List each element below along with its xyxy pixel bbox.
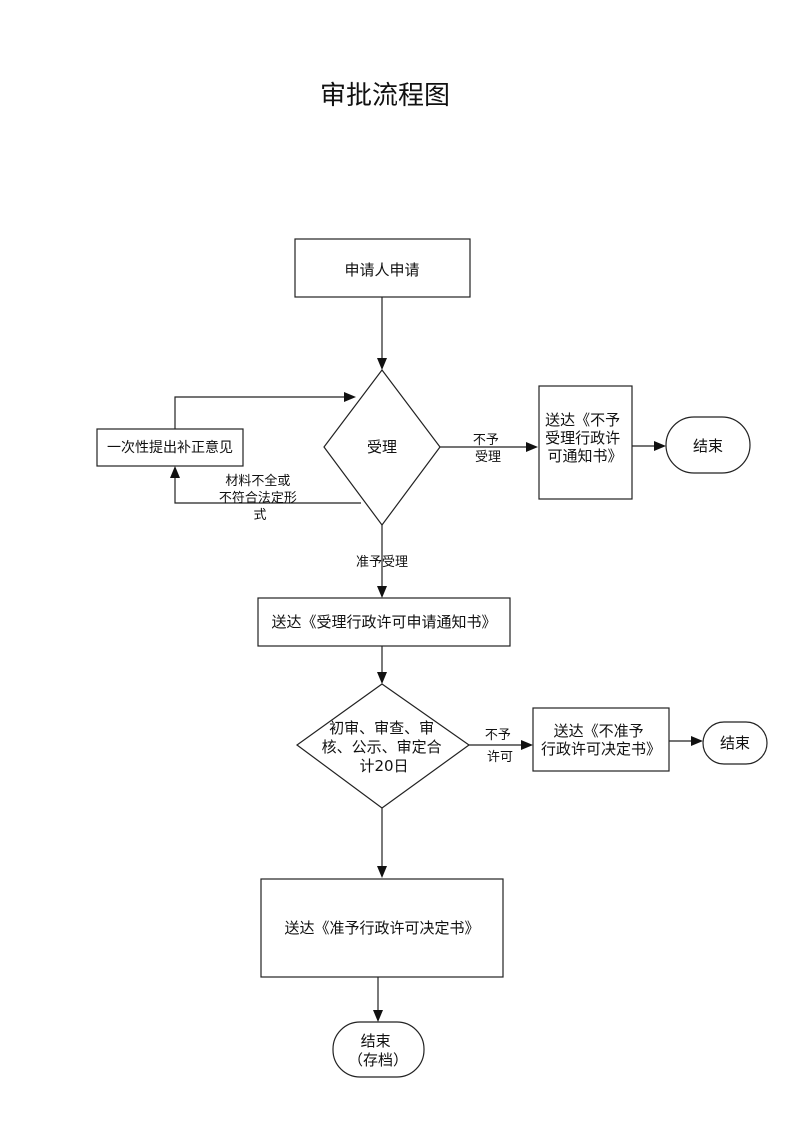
- arrow-head-icon: [377, 866, 387, 878]
- node-reject-notice: 送达《不予 受理行政许 可通知书》: [538, 385, 633, 500]
- arrow-head-icon: [377, 586, 387, 598]
- arrow-head-icon: [377, 358, 387, 370]
- arrow-head-icon: [373, 1010, 383, 1022]
- arrow-head-icon: [654, 441, 666, 451]
- node-accept-notice: 送达《受理行政许可申请通知书》: [257, 597, 511, 647]
- edge-label-incomplete: 材料不全或 不符合法定形 式: [219, 473, 301, 523]
- arrow-head-icon: [344, 392, 356, 402]
- node-grant-permit-label: 送达《准予行政许可决定书》: [284, 919, 479, 937]
- node-end-label: 结束: [693, 437, 723, 455]
- node-apply: 申请人申请: [294, 238, 471, 298]
- edge-label-not-accept: 不予 受理: [473, 433, 503, 465]
- edge-label-not-permit: 不予 许可: [485, 728, 515, 765]
- node-reject-notice-label: 送达《不予 受理行政许 可通知书》: [545, 411, 625, 465]
- arrow-head-icon: [521, 740, 533, 750]
- node-review-decision-label: 初审、审查、审 核、公示、审定合 计20日: [322, 719, 447, 775]
- node-end-label: 结束: [720, 734, 750, 752]
- node-review-decision: 初审、审查、审 核、公示、审定合 计20日: [295, 683, 471, 809]
- node-correction-label: 一次性提出补正意见: [107, 439, 233, 456]
- node-deny-permit-label: 送达《不准予 行政许可决定书》: [541, 722, 661, 758]
- node-correction: 一次性提出补正意见: [96, 428, 244, 467]
- arrow-head-icon: [377, 672, 387, 684]
- node-grant-permit: 送达《准予行政许可决定书》: [260, 878, 504, 978]
- arrow-head-icon: [526, 442, 538, 452]
- edge-label-accept: 准予受理: [356, 555, 408, 570]
- node-end-archive-label: 结束 （存档）: [348, 1032, 408, 1069]
- node-apply-label: 申请人申请: [344, 261, 419, 279]
- node-end-archive: 结束 （存档）: [332, 1021, 425, 1078]
- node-end-reject-accept: 结束: [665, 416, 751, 474]
- edge-incomplete-line: [174, 476, 361, 504]
- node-accept-notice-label: 送达《受理行政许可申请通知书》: [271, 613, 496, 631]
- node-accept-decision: 受理: [323, 369, 441, 527]
- edge-correction-return-line: [174, 396, 344, 429]
- node-accept-decision-label: 受理: [367, 438, 397, 456]
- arrow-head-icon: [691, 736, 703, 746]
- node-deny-permit: 送达《不准予 行政许可决定书》: [532, 707, 670, 772]
- node-end-deny: 结束: [702, 721, 768, 765]
- page-title: 审批流程图: [320, 81, 450, 111]
- arrow-head-icon: [170, 466, 180, 478]
